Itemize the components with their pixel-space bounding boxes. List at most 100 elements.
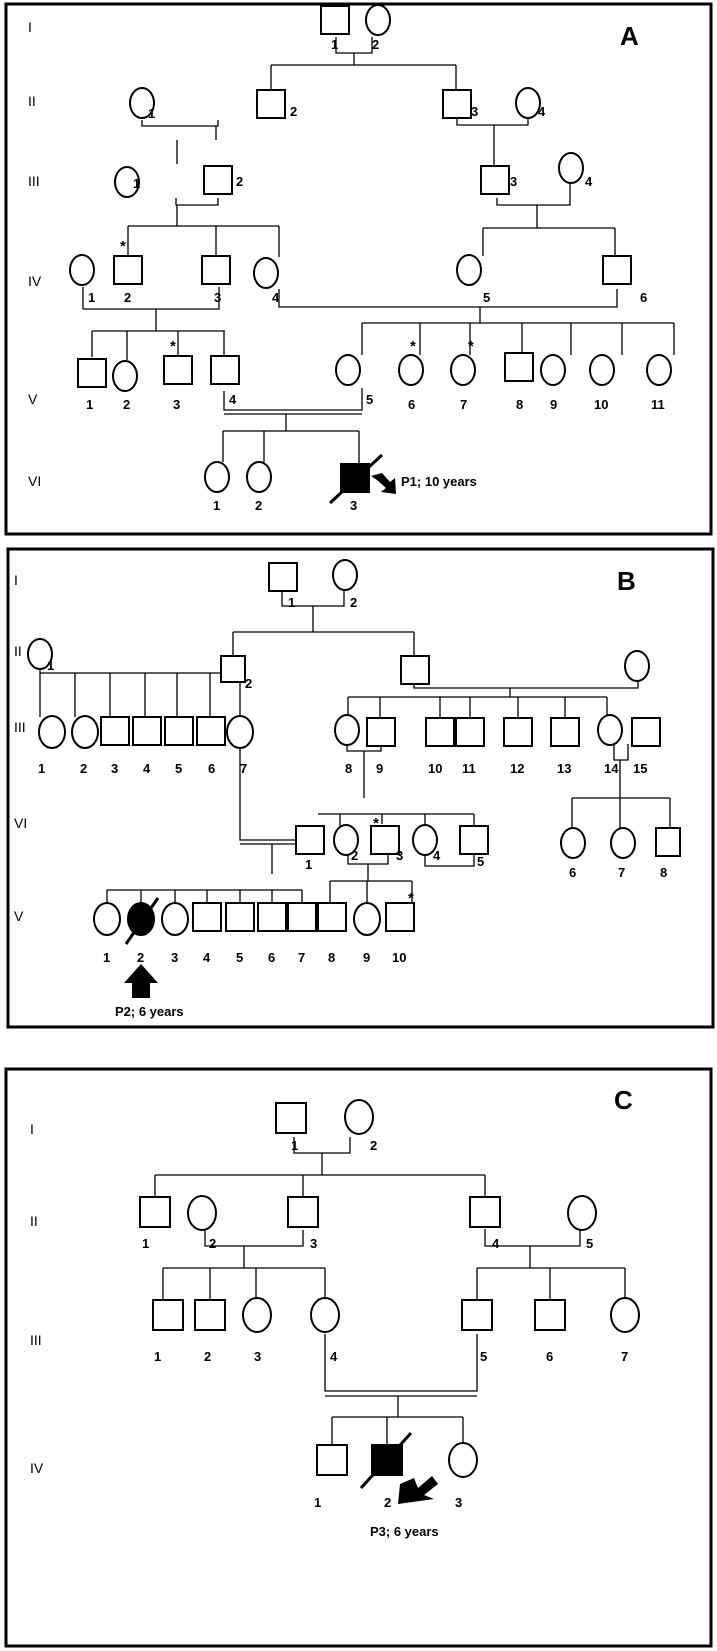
female-symbol xyxy=(253,257,279,289)
individual-number: 1 xyxy=(154,1349,161,1364)
individual-number: 9 xyxy=(550,397,557,412)
individual-number: 2 xyxy=(80,761,87,776)
individual-number: 5 xyxy=(366,392,373,407)
male-symbol xyxy=(655,827,681,857)
individual-number: 4 xyxy=(538,104,546,119)
individual-number: 15 xyxy=(633,761,647,776)
female-symbol xyxy=(332,559,358,591)
female-symbol xyxy=(610,827,636,859)
individual-number: 7 xyxy=(240,761,247,776)
individual-number: 3 xyxy=(254,1349,261,1364)
proband-arrow-icon xyxy=(371,473,396,494)
individual-number: 13 xyxy=(557,761,571,776)
lines xyxy=(278,289,675,355)
gen-label: I xyxy=(14,572,18,588)
male-symbol xyxy=(132,716,162,746)
panel-c: C I II III IV P3; 6 years 1 2 1 2 3 xyxy=(4,1067,713,1648)
individual-number: 1 xyxy=(103,950,110,965)
panel-b: B I II III VI V xyxy=(6,547,715,1029)
individual-number: 8 xyxy=(345,761,352,776)
female-symbol xyxy=(204,461,230,493)
female-symbol xyxy=(246,461,272,493)
female-symbol xyxy=(353,902,381,936)
individual-number: 9 xyxy=(363,950,370,965)
gen-label: III xyxy=(14,719,26,735)
gen-label: V xyxy=(28,391,38,407)
individual-number: 7 xyxy=(298,950,305,965)
female-symbol xyxy=(129,87,155,119)
individual-number: 9 xyxy=(376,761,383,776)
proband-arrow-icon xyxy=(398,1476,438,1504)
female-symbol xyxy=(567,1195,597,1231)
lines xyxy=(456,119,616,256)
female-symbol xyxy=(38,715,66,749)
female-symbol xyxy=(365,4,391,36)
individual-number: 2 xyxy=(290,104,297,119)
female-symbol xyxy=(456,254,482,286)
lines xyxy=(347,672,639,718)
female-symbol xyxy=(69,254,95,286)
individual-number: 2 xyxy=(384,1495,391,1510)
female-symbol xyxy=(412,824,438,856)
individual-number: 4 xyxy=(203,950,211,965)
lines xyxy=(270,37,457,90)
carrier-star: * xyxy=(373,815,379,832)
individual-number: 4 xyxy=(433,848,441,863)
male-symbol xyxy=(370,825,400,855)
individual-number: 4 xyxy=(229,392,237,407)
male-symbol xyxy=(631,717,661,747)
individual-number: 7 xyxy=(460,397,467,412)
gen-label: VI xyxy=(14,815,27,831)
individual-number: 4 xyxy=(492,1236,500,1251)
female-symbol xyxy=(398,354,424,386)
female-symbol xyxy=(540,354,566,386)
individual-number: 4 xyxy=(272,290,280,305)
individual-number: 6 xyxy=(208,761,215,776)
individual-number: 5 xyxy=(236,950,243,965)
individual-number: 3 xyxy=(396,848,403,863)
lines xyxy=(39,664,241,717)
female-symbol xyxy=(27,638,53,670)
male-symbol xyxy=(201,255,231,285)
lines xyxy=(324,1334,478,1445)
individual-number: 3 xyxy=(455,1495,462,1510)
female-symbol xyxy=(448,1442,478,1478)
male-symbol xyxy=(504,352,534,382)
individual-number: 1 xyxy=(314,1495,321,1510)
individual-number: 1 xyxy=(291,1138,298,1153)
individual-number: 11 xyxy=(462,761,476,776)
male-symbol xyxy=(77,358,107,388)
individual-number: 1 xyxy=(47,658,54,673)
deceased-mark xyxy=(328,453,384,505)
individual-number: 4 xyxy=(585,174,593,189)
female-symbol xyxy=(335,354,361,386)
gen-label: III xyxy=(28,173,40,189)
female-symbol xyxy=(624,650,650,682)
individual-number: 6 xyxy=(640,290,647,305)
individual-number: 1 xyxy=(88,290,95,305)
individual-number: 6 xyxy=(546,1349,553,1364)
individual-number: 1 xyxy=(305,857,312,872)
male-symbol xyxy=(194,1299,226,1331)
individual-number: 7 xyxy=(618,865,625,880)
individual-number: 6 xyxy=(569,865,576,880)
male-symbol xyxy=(316,1444,348,1476)
male-symbol xyxy=(534,1299,566,1331)
lines xyxy=(82,287,225,360)
lines xyxy=(232,590,415,656)
individual-number: 10 xyxy=(428,761,442,776)
individual-number: 1 xyxy=(213,498,220,513)
male-symbol xyxy=(210,355,240,385)
individual-number: 10 xyxy=(392,950,406,965)
male-symbol xyxy=(163,355,193,385)
individual-number: 10 xyxy=(594,397,608,412)
male-symbol xyxy=(425,717,455,747)
male-symbol xyxy=(152,1299,184,1331)
female-symbol xyxy=(310,1297,340,1333)
male-symbol xyxy=(220,655,246,683)
individual-number: 3 xyxy=(173,397,180,412)
carrier-star: * xyxy=(170,338,176,355)
individual-number: 3 xyxy=(214,290,221,305)
male-symbol xyxy=(480,165,510,195)
